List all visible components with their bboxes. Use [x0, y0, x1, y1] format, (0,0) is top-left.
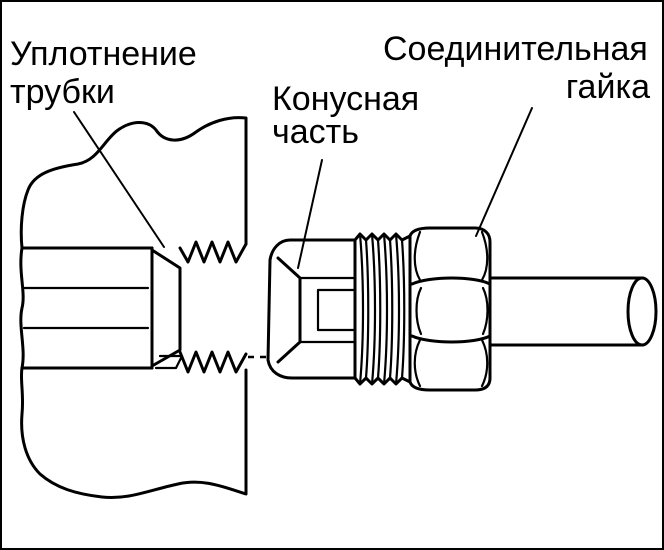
sleeve-bore: [316, 288, 357, 332]
label-cone-part-line2: часть: [272, 113, 359, 151]
nut-chamfer: [481, 286, 489, 336]
sleeve-outline: [266, 238, 357, 380]
thread-root: [400, 238, 406, 380]
leader-tube-seal: [73, 111, 165, 248]
nut-chamfer: [415, 286, 423, 336]
tube-seat: [150, 246, 184, 370]
cone-sleeve: [266, 238, 357, 380]
leader-cone-part: [297, 159, 323, 269]
label-tube-seal-line1: Уплотнение: [10, 35, 197, 73]
housing-lower-outline: [19, 366, 248, 500]
housing-left-edge: [19, 246, 25, 370]
tube-fitting: [266, 226, 658, 392]
housing-upper-outline: [19, 116, 248, 250]
thread-bottom-edge: [353, 376, 412, 386]
label-union-nut: Соединительная гайка: [383, 30, 650, 106]
internal-thread-top: [178, 240, 248, 264]
label-cone-part: Конусная часть: [272, 80, 419, 151]
leader-lines: [73, 107, 533, 269]
nut-chamfer: [413, 230, 422, 282]
thread-crest: [358, 232, 365, 386]
hex-nut: [408, 226, 492, 392]
thread-crest: [394, 232, 401, 386]
label-tube-seal-line2: трубки: [10, 73, 115, 111]
external-thread: [353, 232, 412, 386]
thread-crest: [370, 232, 377, 386]
nut-face-edge-upper: [410, 276, 492, 286]
label-cone-part-line1: Конусная: [272, 80, 419, 118]
seat-cone: [150, 248, 182, 368]
thread-root: [388, 238, 394, 380]
tube: [488, 276, 658, 347]
housing-body: [19, 116, 272, 500]
thread-root: [376, 238, 382, 380]
label-tube-seal: Уплотнение трубки: [10, 35, 197, 111]
thread-root: [364, 238, 370, 380]
thread-top-edge: [353, 232, 412, 242]
cone-face: [276, 256, 302, 364]
seat-lip: [154, 354, 184, 370]
thread-crest: [382, 232, 389, 386]
nut-outline: [408, 226, 492, 392]
tube-end: [626, 276, 658, 347]
internal-thread-bottom: [178, 350, 248, 374]
nut-face-edge-lower: [410, 334, 492, 344]
nut-chamfer: [413, 338, 422, 388]
nut-chamfer: [480, 230, 489, 282]
leader-union-nut: [475, 107, 533, 237]
label-union-nut-line2: гайка: [566, 68, 650, 106]
label-union-nut-line1: Соединительная: [383, 30, 648, 68]
nut-chamfer: [480, 338, 489, 388]
